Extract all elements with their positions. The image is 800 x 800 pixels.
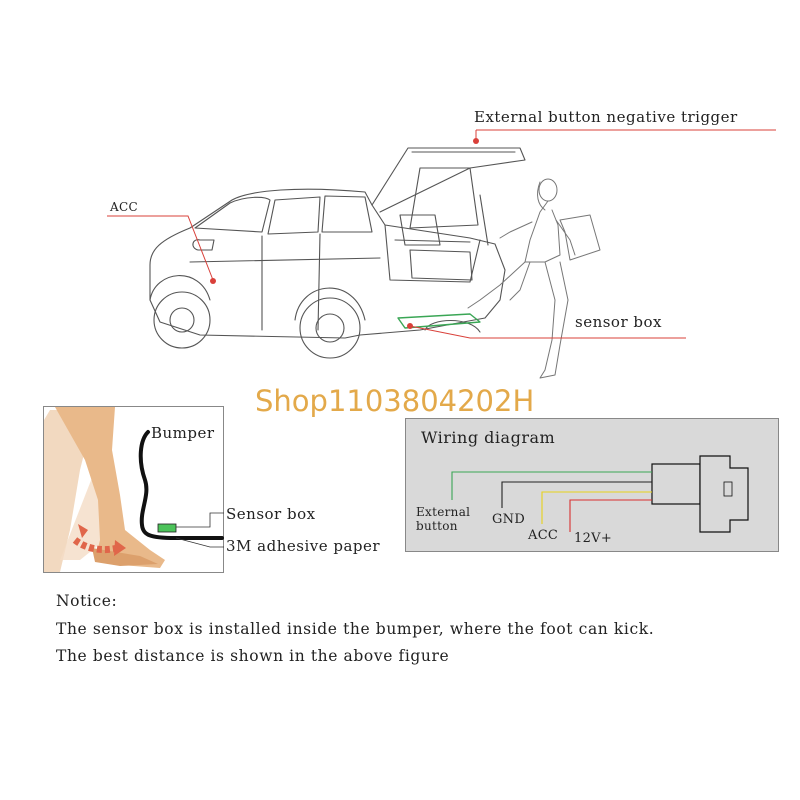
acc-wire-label: ACC xyxy=(528,528,559,543)
bumper-illustration xyxy=(44,407,224,572)
notice-line-2: The best distance is shown in the above … xyxy=(56,647,450,665)
trigger-label: External button negative trigger xyxy=(474,108,738,126)
wiring-diagram xyxy=(451,455,749,533)
notice-line-1: The sensor box is installed inside the b… xyxy=(56,620,655,638)
gnd-label: GND xyxy=(492,512,526,527)
external-button-label-line2: button xyxy=(416,519,458,533)
bumper-sensor-label: Sensor box xyxy=(226,505,316,523)
adhesive-label: 3M adhesive paper xyxy=(226,537,381,555)
car-illustration xyxy=(107,129,776,379)
acc-label: ACC xyxy=(110,200,138,214)
notice-heading: Notice: xyxy=(56,592,118,610)
v12-label: 12V+ xyxy=(574,531,613,546)
wiring-title: Wiring diagram xyxy=(421,428,556,447)
bumper-label: Bumper xyxy=(151,424,215,442)
external-button-label-line1: External xyxy=(416,505,471,519)
watermark-text: Shop1103804202H xyxy=(255,384,535,418)
sensor-box-label: sensor box xyxy=(575,313,662,331)
